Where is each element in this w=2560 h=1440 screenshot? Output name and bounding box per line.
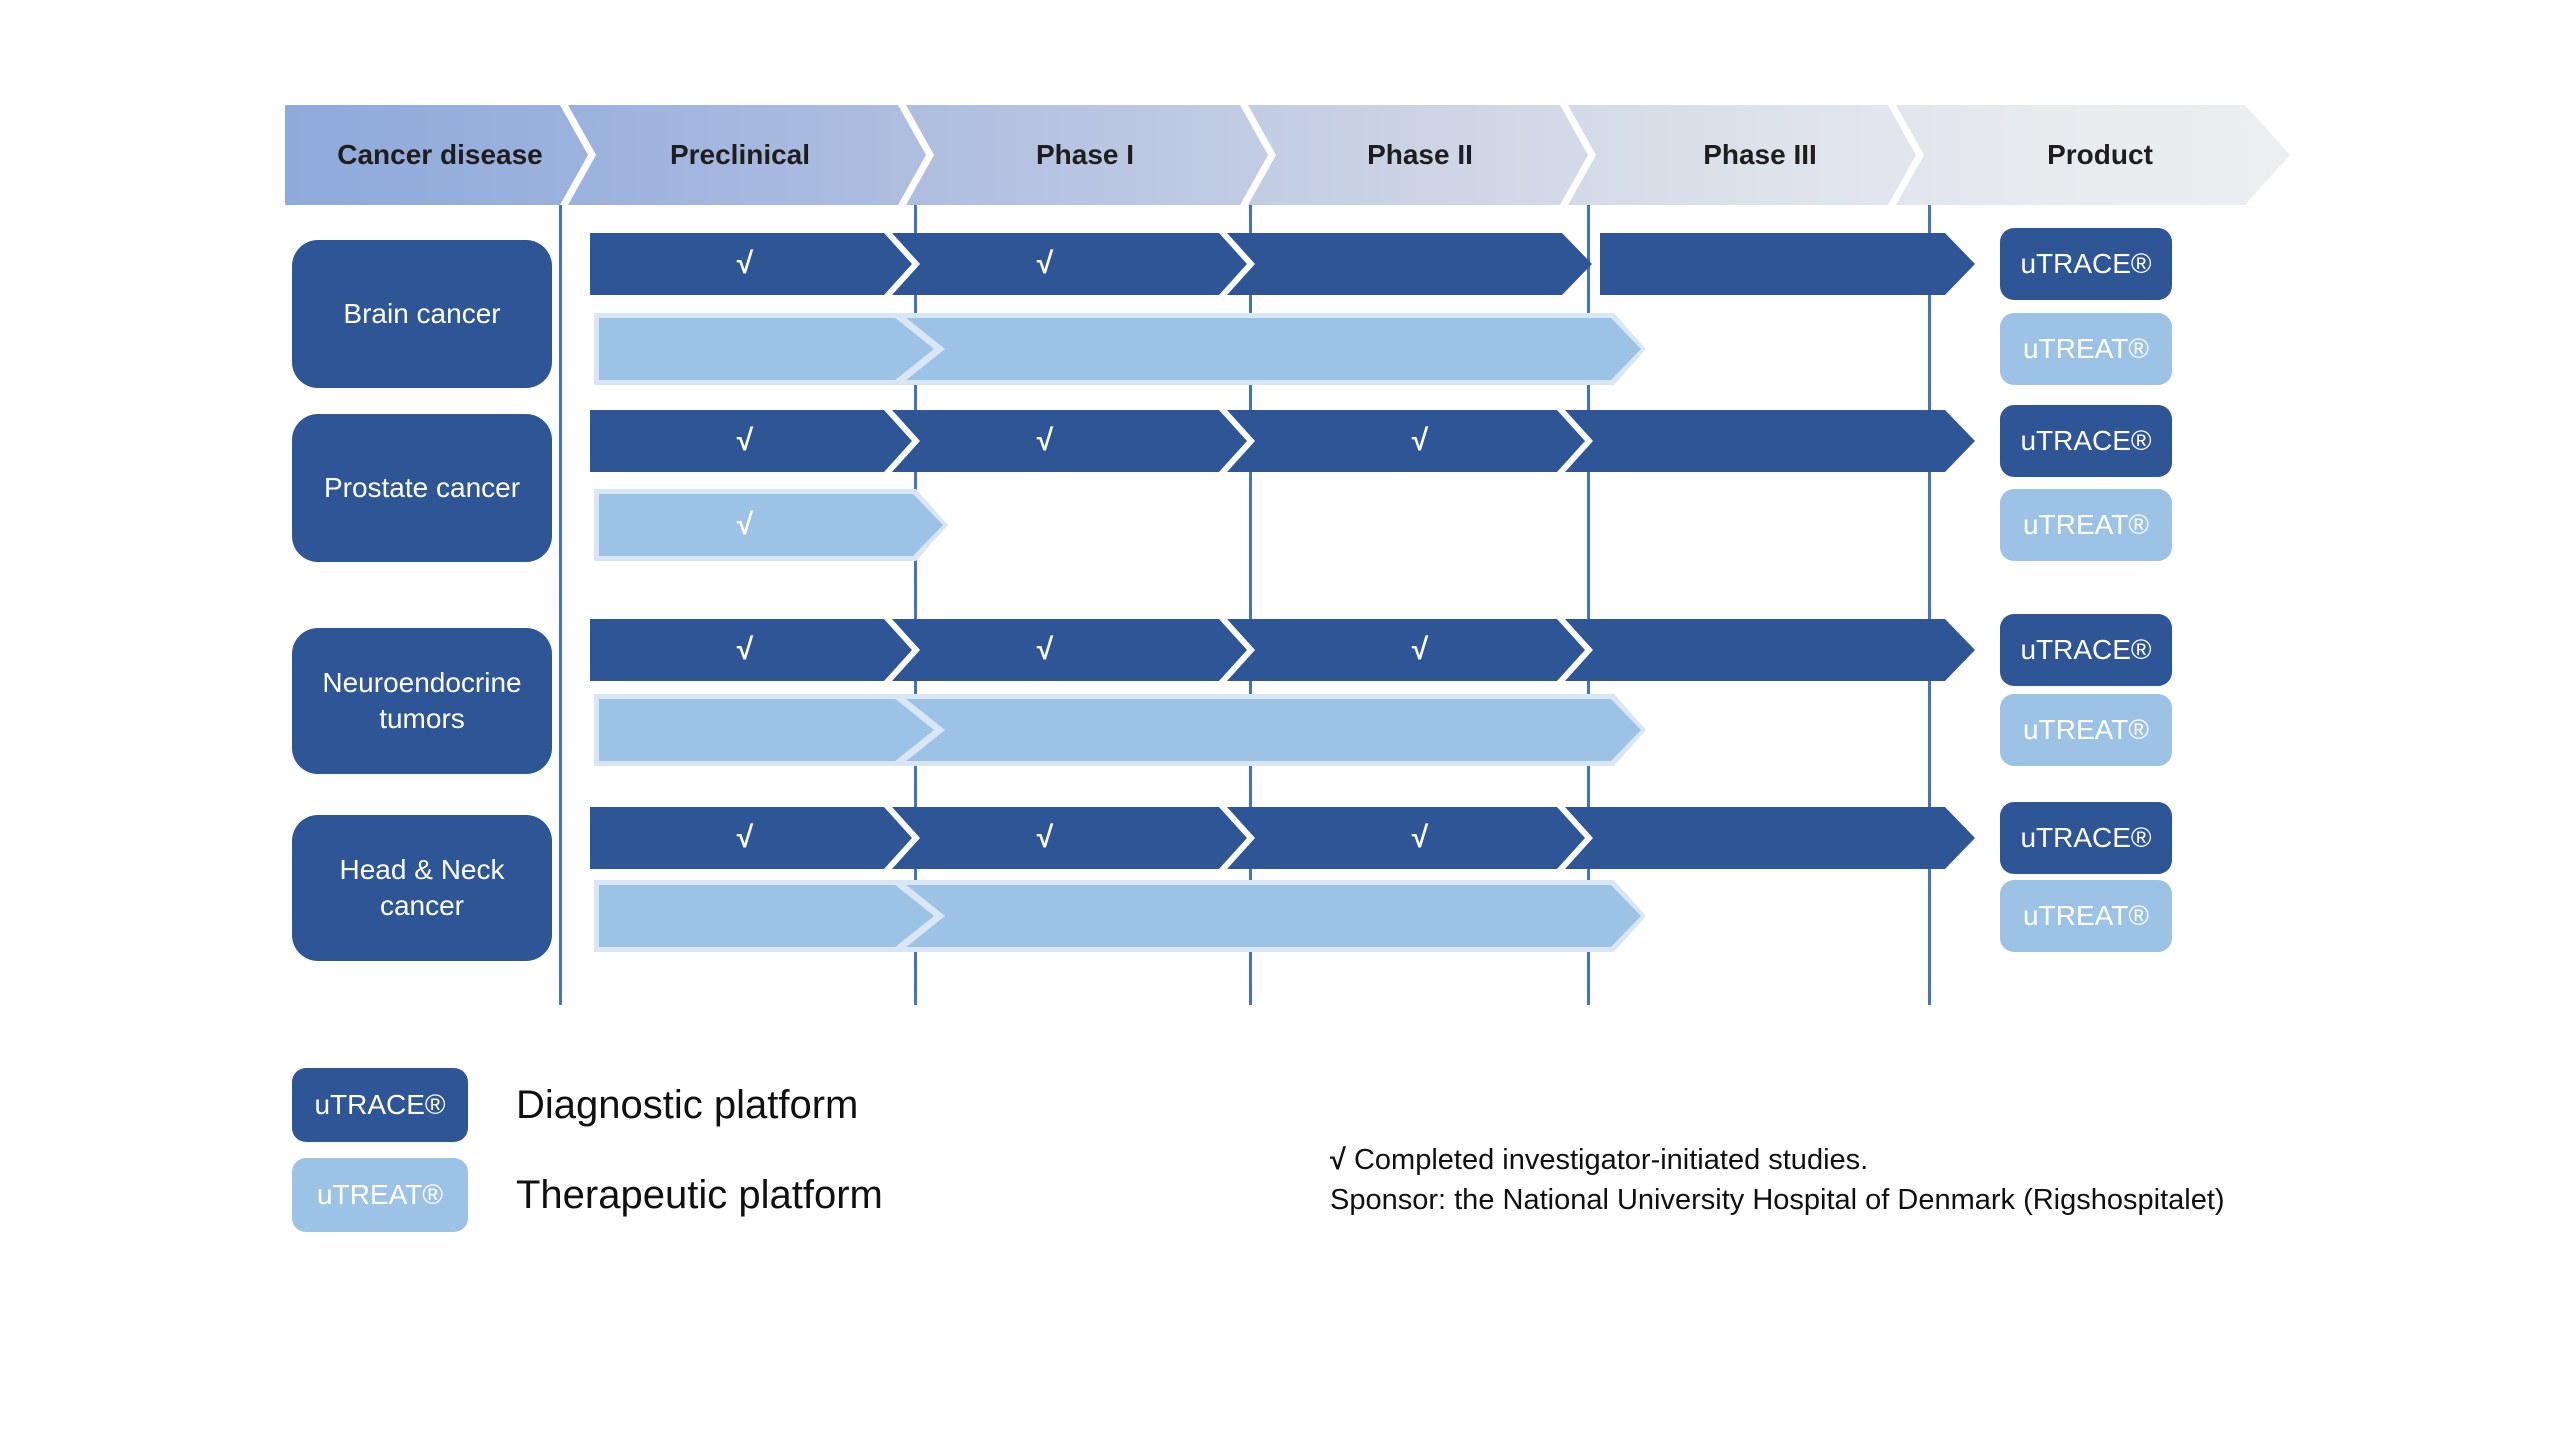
phase-gridline [559,205,562,1005]
chevron-divider-icon [1219,233,1255,295]
legend-badge-utrace: uTRACE® [292,1068,468,1142]
disease-name: Neuroendocrine tumors [322,666,522,734]
utrace-pipeline-arrow: √ √ √ [590,807,1975,869]
chevron-divider-icon [1560,105,1596,205]
product-badge-utrace: uTRACE® [2000,405,2172,477]
checkmark-icon: √ [736,633,754,666]
footnote-line1-text: Completed investigator-initiated studies… [1353,1144,1869,1176]
footnote-checkmark-icon: √ [1330,1144,1346,1176]
utreat-pipeline-arrow [594,694,1646,766]
checkmark-icon: √ [736,424,754,457]
product-badge-utrace: uTRACE® [2000,614,2172,686]
legend-badge-label: uTREAT® [317,1179,443,1210]
chevron-divider-icon [884,619,920,681]
phase-header-label: Phase II [1367,139,1473,170]
footnote: √ Completed investigator-initiated studi… [1330,1140,2225,1220]
utrace-pipeline-arrow: √ √ [590,233,1592,295]
disease-name: Prostate cancer [323,471,521,503]
footnote-line1: √ Completed investigator-initiated studi… [1330,1140,2225,1180]
checkmark-icon: √ [736,821,754,854]
checkmark-icon: √ [736,508,754,541]
legend-badge-utreat: uTREAT® [292,1158,468,1232]
chevron-divider-icon [1240,105,1276,205]
disease-name: Head & Neck cancer [339,853,505,921]
product-label: uTREAT® [2023,714,2149,745]
product-label: uTRACE® [2020,248,2152,279]
phase-header-label: Preclinical [669,139,811,170]
utreat-pipeline-arrow [594,880,1646,952]
utrace-pipeline-arrow: √ √ √ [590,619,1975,681]
chevron-divider-icon [1557,807,1593,869]
product-label: uTRACE® [2020,425,2152,456]
utrace-phase3-arrow [1600,233,1975,295]
phase-header-label: Cancer disease [337,139,543,170]
checkmark-icon: √ [1411,424,1429,457]
utrace-pipeline-arrow: √ √ √ [590,410,1975,472]
utreat-pipeline-arrow [594,313,1646,385]
phase-header-label: Product [2047,139,2153,170]
phase-gridline [1249,205,1252,1005]
phase-header-arrow: Cancer disease Preclinical Phase I Phase… [285,105,2290,205]
arrow-fill [599,318,1641,380]
product-label: uTRACE® [2020,634,2152,665]
checkmark-icon: √ [1036,633,1054,666]
disease-name: Brain cancer [343,297,501,329]
phase-gridline [1587,205,1590,1005]
product-label: uTREAT® [2023,509,2149,540]
product-label: uTRACE® [2020,822,2152,853]
utreat-pipeline-arrow: √ [594,489,948,561]
chevron-divider-icon [560,105,596,205]
checkmark-icon: √ [1036,821,1054,854]
product-badge-utrace: uTRACE® [2000,802,2172,874]
arrow-fill [599,699,1641,761]
chevron-divider-icon [1557,619,1593,681]
legend-label-diagnostic: Diagnostic platform [516,1082,859,1127]
checkmark-icon: √ [1036,247,1054,280]
chevron-divider-icon [1888,105,1924,205]
checkmark-icon: √ [1036,424,1054,457]
legend-label-therapeutic: Therapeutic platform [516,1172,883,1217]
disease-label-box: Head & Neck cancer [292,815,552,961]
product-badge-utreat: uTREAT® [2000,880,2172,952]
checkmark-icon: √ [736,247,754,280]
arrow-fill [599,494,943,556]
chevron-divider-icon [1219,807,1255,869]
chevron-divider-icon [898,105,934,205]
chevron-divider-icon [1219,619,1255,681]
chevron-divider-icon [1557,410,1593,472]
chevron-divider-icon [884,410,920,472]
footnote-line2: Sponsor: the National University Hospita… [1330,1184,2225,1216]
product-label: uTREAT® [2023,900,2149,931]
chevron-divider-icon [1219,410,1255,472]
checkmark-icon: √ [1411,821,1429,854]
product-label: uTREAT® [2023,333,2149,364]
phase-gridline [914,205,917,1005]
product-badge-utreat: uTREAT® [2000,489,2172,561]
disease-label-box: Prostate cancer [292,414,552,562]
product-badge-utreat: uTREAT® [2000,694,2172,766]
chevron-divider-icon [884,233,920,295]
product-badge-utreat: uTREAT® [2000,313,2172,385]
disease-label-box: Brain cancer [292,240,552,388]
chevron-divider-icon [884,807,920,869]
arrow-fill [599,885,1641,947]
disease-label-box: Neuroendocrine tumors [292,628,552,774]
checkmark-icon: √ [1411,633,1429,666]
product-badge-utrace: uTRACE® [2000,228,2172,300]
legend-badge-label: uTRACE® [314,1089,446,1120]
phase-gridline [1928,205,1931,1005]
phase-header-label: Phase I [1035,139,1135,170]
phase-header-label: Phase III [1703,139,1817,170]
